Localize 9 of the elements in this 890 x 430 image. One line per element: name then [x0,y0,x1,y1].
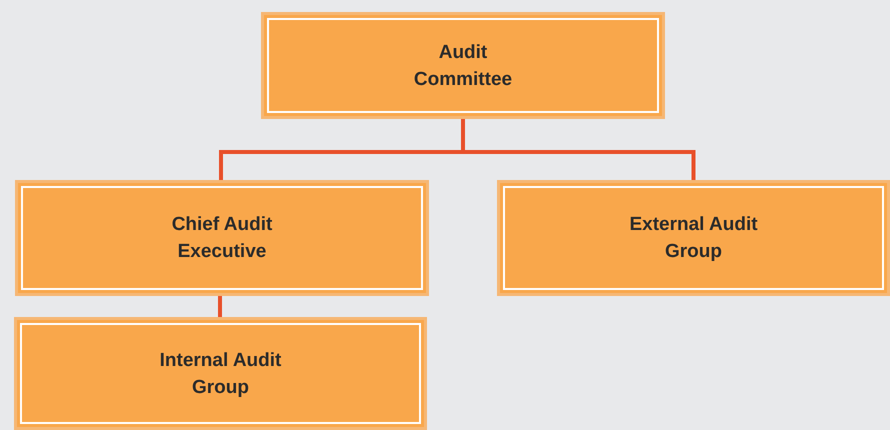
org-box [497,180,890,296]
org-box [15,180,429,296]
org-box [14,317,427,430]
org-box [261,12,665,119]
box-label: Chief Audit Executive [170,213,274,264]
box-label: Internal Audit Group [158,348,282,400]
connector-line [218,296,222,317]
box-label: Audit Committee [412,40,514,92]
box-label: External Audit Group [628,213,759,264]
